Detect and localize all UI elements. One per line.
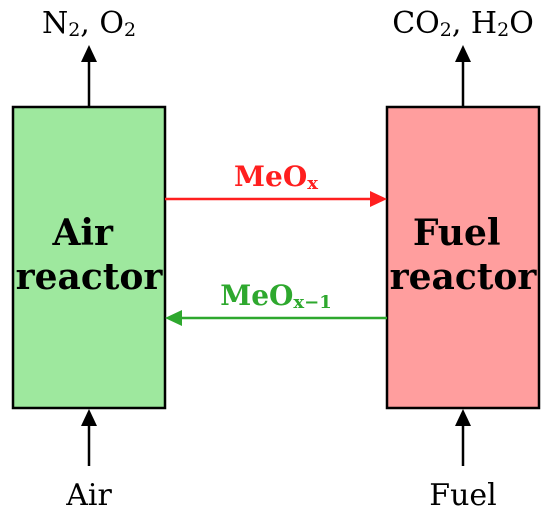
- fuel-output-arrowhead: [455, 45, 471, 62]
- fuel-reactor-label-line2: reactor: [390, 256, 538, 298]
- air-input-label: Air: [65, 478, 112, 513]
- fuel-reactor-box: [385, 105, 541, 410]
- air-output-label: N2, O2: [42, 6, 136, 41]
- fuel-output-h-sub: 2: [497, 19, 509, 41]
- fuel-output-co: CO: [392, 6, 440, 41]
- fuel-reactor-label-line1: Fuel: [413, 212, 501, 254]
- air-reactor-label: Air reactor: [16, 212, 164, 298]
- meox-1-label: MeOx−1: [220, 279, 332, 313]
- air-output-n-sub: 2: [68, 19, 80, 41]
- fuel-output-h: , H: [452, 6, 497, 41]
- air-output-o-sub: 2: [124, 19, 136, 41]
- fuel-output-o: O: [509, 6, 534, 41]
- air-output-n: N: [42, 6, 68, 41]
- fuel-reactor-label: Fuel reactor: [390, 212, 538, 298]
- air-reactor-label-line1: Air: [51, 212, 114, 254]
- fuel-output-co-sub: 2: [440, 19, 452, 41]
- meox-1-arrowhead: [165, 310, 182, 326]
- meox-label: MeOx: [234, 160, 318, 194]
- meox-base: MeO: [234, 160, 307, 193]
- meox-1-sub: x−1: [293, 292, 331, 313]
- air-input-arrowhead: [81, 409, 97, 426]
- air-reactor-box: [11, 105, 167, 410]
- meox-arrowhead: [370, 191, 387, 207]
- fuel-input-arrowhead: [455, 409, 471, 426]
- air-output-arrowhead: [81, 45, 97, 62]
- air-reactor-label-line2: reactor: [16, 256, 164, 298]
- fuel-input-label: Fuel: [429, 478, 497, 513]
- air-output-o: , O: [80, 6, 124, 41]
- meox-sub: x: [307, 173, 318, 194]
- meox-1-base: MeO: [220, 279, 293, 312]
- fuel-output-label: CO2, H2O: [392, 6, 534, 41]
